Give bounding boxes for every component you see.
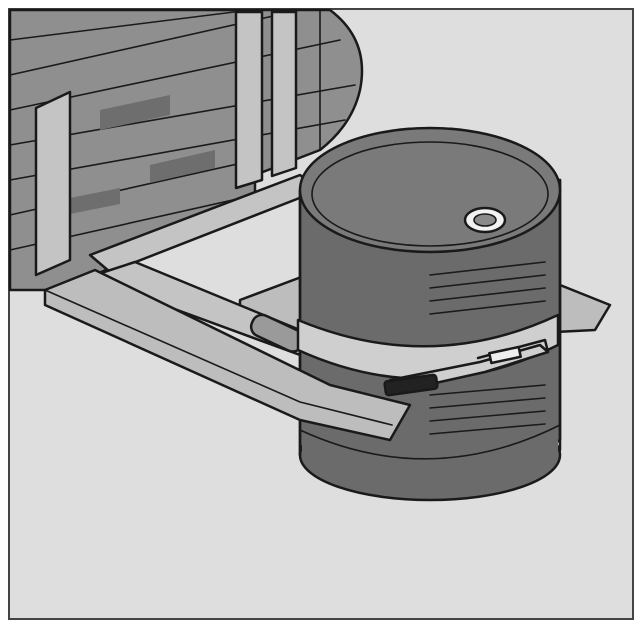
forklift-mast: [34, 10, 322, 277]
clamp-grip: [383, 373, 439, 397]
fork-left: [43, 268, 412, 442]
drum-clamp-band: [296, 313, 560, 397]
oil-drum: [298, 126, 562, 502]
